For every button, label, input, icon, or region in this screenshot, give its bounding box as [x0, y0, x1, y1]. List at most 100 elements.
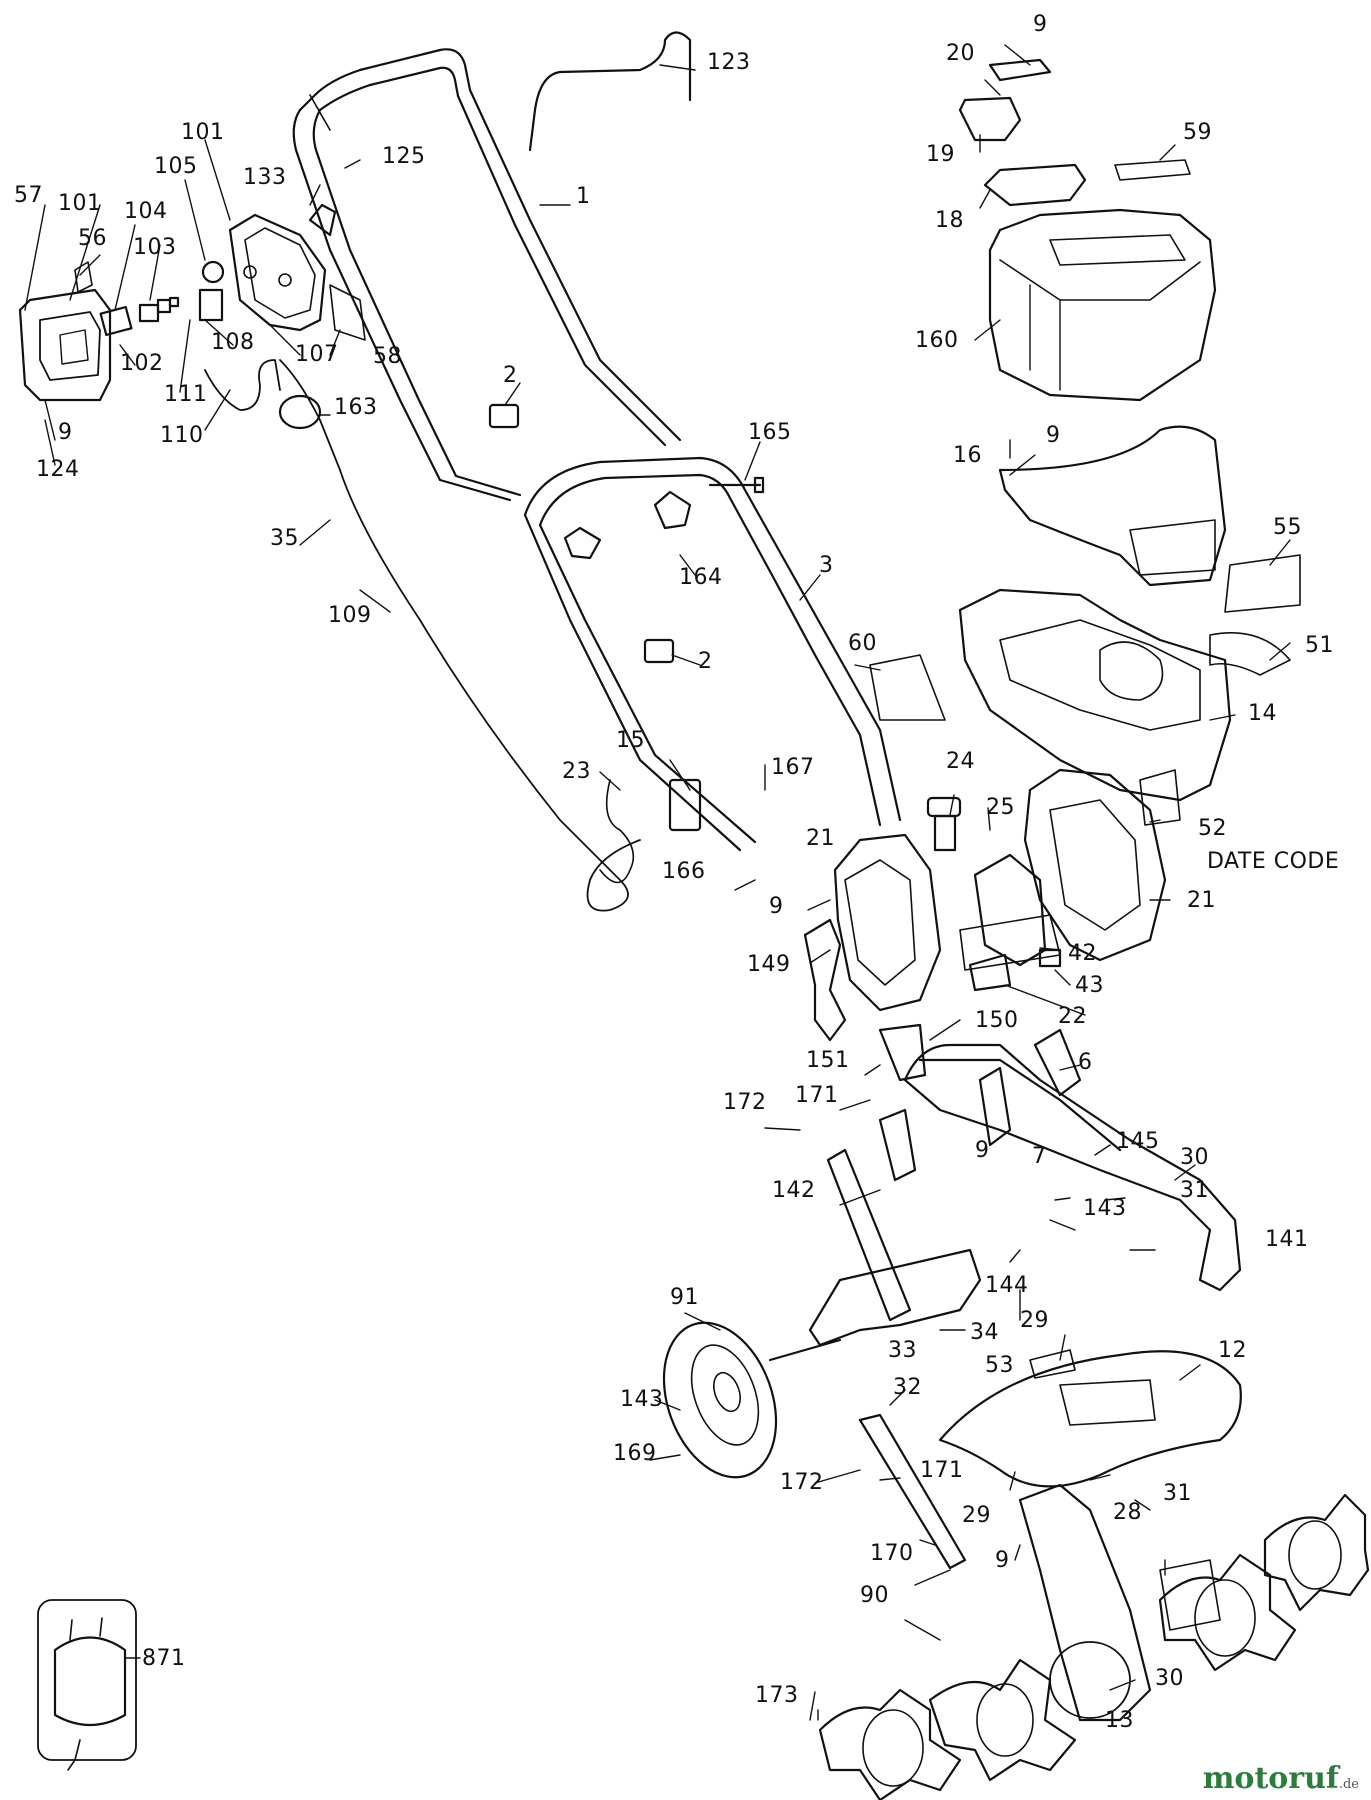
- bracket-150: [878, 1023, 927, 1082]
- part-label-14: 14: [1248, 701, 1277, 726]
- part-label-58: 58: [373, 344, 402, 369]
- clamp-2-mid: [643, 638, 675, 664]
- tine-shield-12: [938, 1350, 1242, 1488]
- label-52: [1139, 769, 1181, 826]
- part-label-3: 3: [819, 553, 834, 578]
- clamp-2-top: [488, 403, 520, 429]
- part-label-29a: 29: [1020, 1308, 1049, 1333]
- depth-bar-142: [808, 1148, 982, 1347]
- part-label-143a: 143: [1083, 1196, 1127, 1221]
- part-label-35: 35: [270, 526, 299, 551]
- part-label-57: 57: [14, 183, 43, 208]
- part-label-28: 28: [1113, 1500, 1142, 1525]
- battery-cover-16: [998, 425, 1227, 587]
- tines-90-left: [818, 1658, 1077, 1800]
- part-label-1: 1: [576, 184, 591, 209]
- part-label-102: 102: [120, 351, 164, 376]
- part-label-15: 15: [616, 728, 645, 753]
- part-label-22: 22: [1058, 1004, 1087, 1029]
- part-label-30b: 30: [1155, 1666, 1184, 1691]
- part-label-13: 13: [1105, 1708, 1134, 1733]
- part-label-60: 60: [848, 631, 877, 656]
- motor-housing-14: [958, 588, 1232, 802]
- switch-housing-inner: [228, 213, 327, 332]
- part-label-34: 34: [970, 1320, 999, 1345]
- lever-149: [803, 918, 847, 1042]
- part-label-29b: 29: [962, 1503, 991, 1528]
- part-label-24: 24: [946, 749, 975, 774]
- part-label-101b: 101: [58, 191, 102, 216]
- part-105: [198, 260, 225, 322]
- cap-18: [983, 163, 1087, 207]
- date-code-label: DATE CODE: [1207, 849, 1340, 874]
- part-label-164: 164: [679, 565, 723, 590]
- bracket-6: [1033, 1028, 1082, 1097]
- part-label-150: 150: [975, 1008, 1019, 1033]
- part-label-123: 123: [707, 50, 751, 75]
- part-label-21b: 21: [1187, 888, 1216, 913]
- part-label-125: 125: [382, 144, 426, 169]
- part-label-12: 12: [1218, 1338, 1247, 1363]
- watermark: motoruf.de: [1203, 1761, 1359, 1796]
- part-label-170: 170: [870, 1541, 914, 1566]
- part-label-9e: 9: [975, 1138, 990, 1163]
- part-label-105: 105: [154, 154, 198, 179]
- tines-90-right: [1158, 1493, 1370, 1672]
- leader-lines: [24, 44, 1291, 1721]
- part-label-141: 141: [1265, 1227, 1309, 1252]
- part-label-59: 59: [1183, 120, 1212, 145]
- part-label-171b: 171: [920, 1458, 964, 1483]
- part-label-167: 167: [771, 755, 815, 780]
- part-label-6: 6: [1078, 1050, 1093, 1075]
- part-label-165: 165: [748, 420, 792, 445]
- part-label-166: 166: [662, 859, 706, 884]
- part-24: [926, 796, 962, 818]
- label-58: [329, 284, 366, 341]
- part-label-9f: 9: [995, 1548, 1010, 1573]
- part-label-31a: 31: [1180, 1178, 1209, 1203]
- depth-stake-170: [858, 1413, 967, 1570]
- part-label-142: 142: [772, 1178, 816, 1203]
- upper-handle: [292, 48, 682, 502]
- label-59: [1114, 159, 1191, 181]
- part-133: [308, 203, 337, 237]
- part-label-163: 163: [334, 395, 378, 420]
- knob-163: [278, 394, 322, 430]
- part-label-16: 16: [953, 443, 982, 468]
- button-20: [988, 58, 1052, 82]
- part-label-9a: 9: [1033, 12, 1048, 37]
- part-104: [99, 305, 133, 337]
- part-label-101a: 101: [181, 120, 225, 145]
- switch-22: [968, 953, 1012, 992]
- part-label-108: 108: [211, 330, 255, 355]
- part-label-173: 173: [755, 1683, 799, 1708]
- label-53: [1029, 1349, 1076, 1379]
- knob-164-left: [563, 526, 602, 560]
- part-label-9c: 9: [1046, 423, 1061, 448]
- part-label-51: 51: [1305, 633, 1334, 658]
- part-label-21a: 21: [806, 826, 835, 851]
- part-label-145: 145: [1116, 1129, 1160, 1154]
- part-label-109: 109: [328, 603, 372, 628]
- part-label-111: 111: [164, 382, 208, 407]
- part-label-160: 160: [915, 328, 959, 353]
- switch-box-15: [599, 778, 702, 884]
- charger-871: [37, 1599, 137, 1771]
- part-label-43: 43: [1075, 973, 1104, 998]
- part-label-55: 55: [1273, 515, 1302, 540]
- bracket-7: [978, 1066, 1012, 1147]
- part-label-19: 19: [926, 142, 955, 167]
- part-label-52: 52: [1198, 816, 1227, 841]
- part-label-42: 42: [1068, 941, 1097, 966]
- part-label-124: 124: [36, 457, 80, 482]
- part-label-53: 53: [985, 1353, 1014, 1378]
- label-55: [1224, 554, 1301, 613]
- label-51: [1209, 632, 1291, 676]
- latch-19: [958, 96, 1022, 142]
- part-label-149: 149: [747, 952, 791, 977]
- part-label-2b: 2: [698, 649, 713, 674]
- part-label-143b: 143: [620, 1387, 664, 1412]
- part-label-104: 104: [124, 199, 168, 224]
- motor-25: [959, 853, 1061, 971]
- part-label-107: 107: [295, 342, 339, 367]
